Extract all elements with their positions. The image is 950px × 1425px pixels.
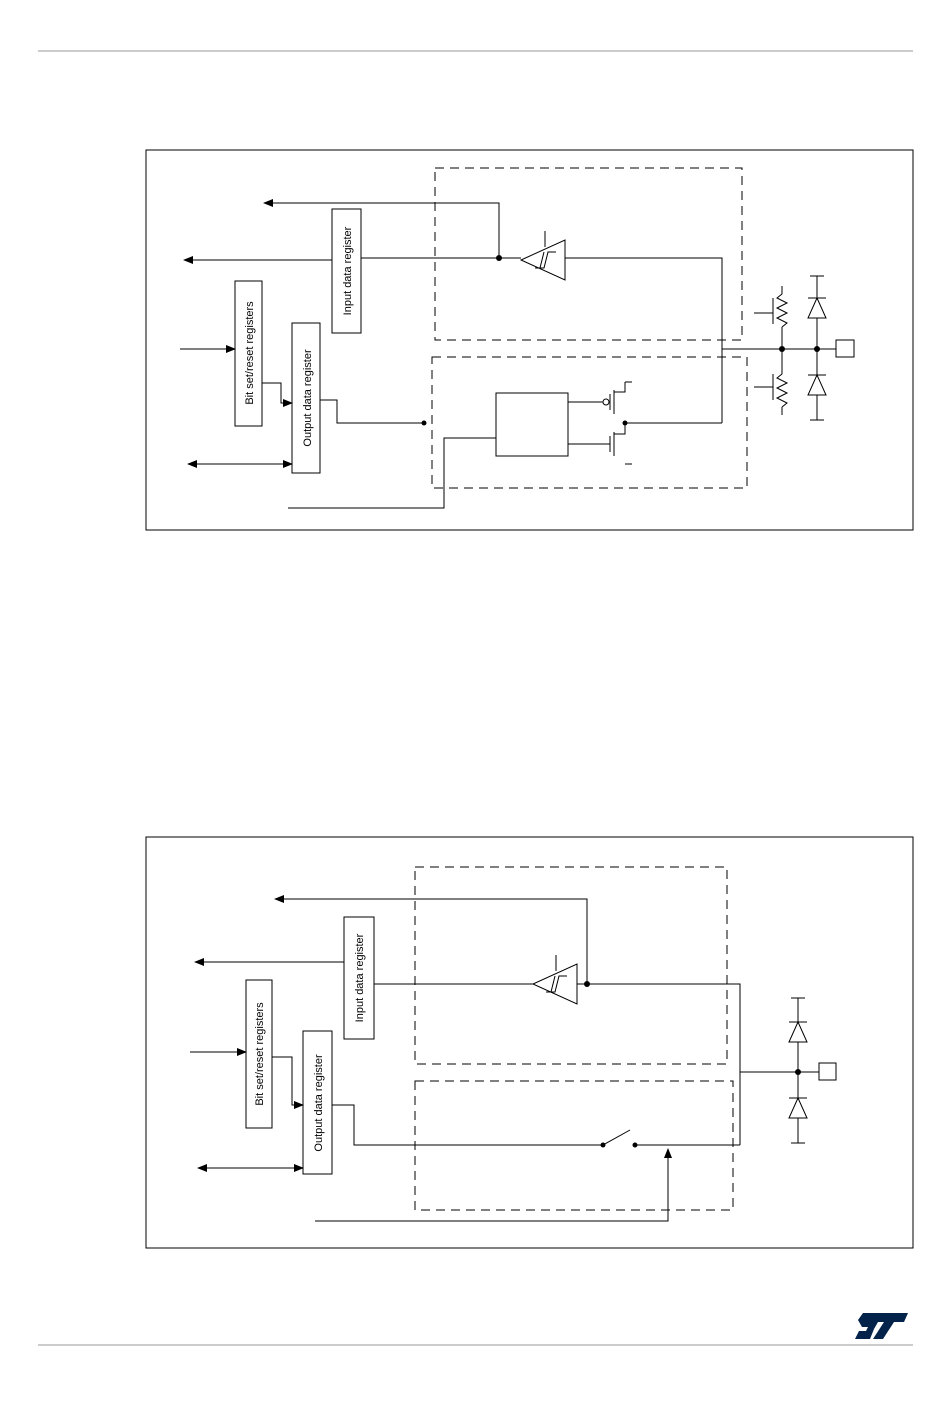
figure-1-diagram (146, 150, 913, 530)
figure-1-pullup-resistor (777, 294, 787, 327)
figure-1-odr-to-driver (320, 400, 424, 423)
figure-1-output-data-register-label: Output data register (302, 349, 314, 447)
figure-1-bit-set-reset-label: Bit set/reset registers (244, 301, 256, 405)
figure-1-output-control-box (496, 393, 568, 456)
figure-2-bsrr-to-odr (272, 1057, 303, 1105)
figure-1-hysteresis-icon (535, 252, 556, 268)
figure-2-input-driver-region (415, 867, 727, 1064)
figure-2-switch-control-arrow (315, 1149, 668, 1221)
figure-1-read-on-off-arrow (264, 203, 499, 258)
figure-2-diode-top (789, 1022, 807, 1042)
figure-2-hysteresis-icon (546, 976, 567, 992)
figure-1-input-driver-region (435, 168, 742, 340)
figure-1-io-pin (836, 340, 854, 357)
figure-2-odr-to-switch (332, 1105, 603, 1145)
figure-1-schmitt-trigger (521, 240, 565, 280)
figure-1-pulldown-resistor (777, 374, 787, 407)
figure-1-pmos-bubble (603, 399, 609, 405)
figure-2-bit-set-reset-label: Bit set/reset registers (254, 1002, 266, 1106)
figure-1-bsrr-to-odr (262, 383, 292, 403)
figure-1-input-junction (496, 255, 502, 261)
figure-2-schmitt-trigger (533, 964, 577, 1004)
figure-2-input-data-register-label: Input data register (354, 933, 366, 1022)
figure-2-diode-bottom (789, 1098, 807, 1118)
figure-2-io-pin (819, 1063, 836, 1080)
figure-2-read-on-off-arrow (275, 899, 587, 984)
figure-1-odr-junction (422, 421, 427, 426)
figure-1-pmos-drain-source (614, 382, 625, 392)
figure-1-input-data-register-label: Input data register (342, 226, 354, 315)
figure-1-diode-bottom (808, 375, 826, 395)
figure-2-analog-switch (603, 1130, 630, 1145)
figure-2-output-data-register-label: Output data register (313, 1054, 325, 1152)
figure-1-diode-top (808, 298, 826, 318)
st-logo (855, 1313, 908, 1339)
st-logo-mark (855, 1313, 908, 1339)
